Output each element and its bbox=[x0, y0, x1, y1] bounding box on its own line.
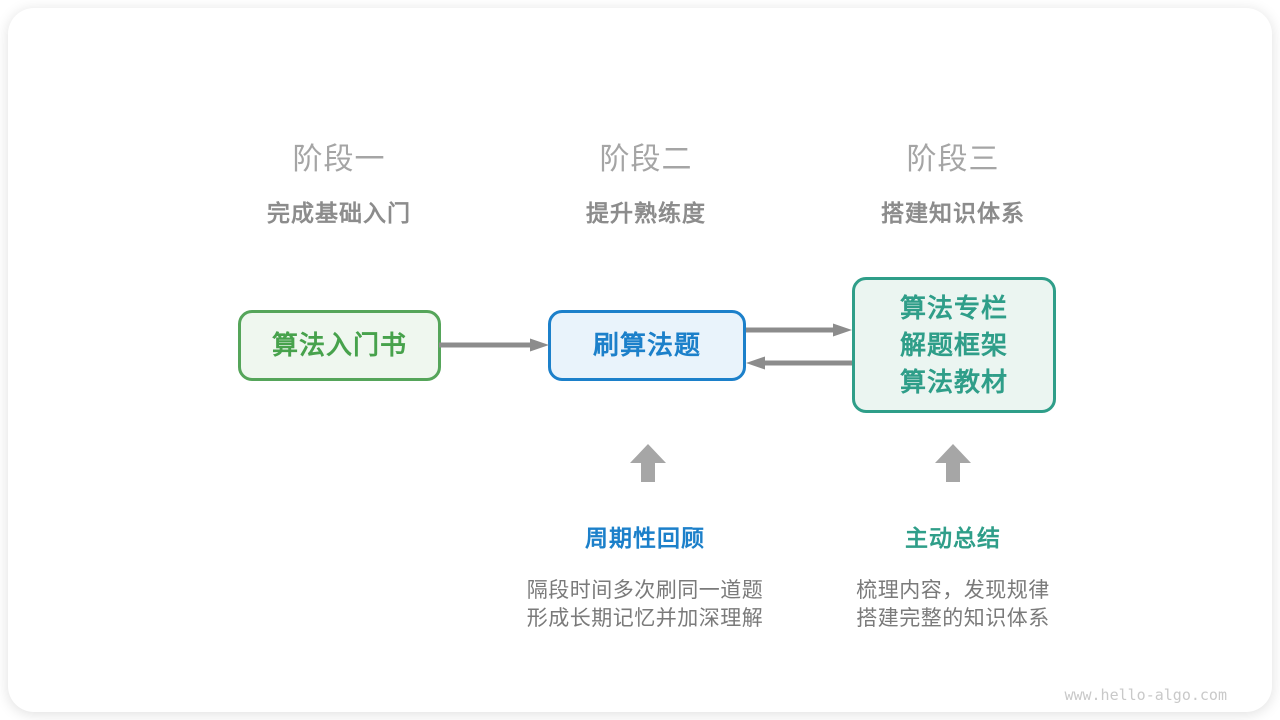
practice-problems-label: 刷算法题 bbox=[592, 330, 701, 360]
stage-1-header: 阶段一 完成基础入门 bbox=[179, 134, 499, 228]
resources-label-3: 算法教材 bbox=[899, 366, 1008, 397]
resources-label-2: 解题框架 bbox=[899, 329, 1008, 360]
stage-3-header: 阶段三 搭建知识体系 bbox=[793, 134, 1113, 228]
active-summary-line-1: 梳理内容，发现规律 bbox=[856, 579, 1050, 602]
arrow-right-icon bbox=[439, 338, 549, 352]
stage-2-subtitle: 提升熟练度 bbox=[586, 200, 706, 226]
active-summary-title: 主动总结 bbox=[905, 525, 1001, 551]
periodic-review-line-1: 隔段时间多次刷同一道题 bbox=[526, 579, 764, 602]
diagram-canvas: 阶段一 完成基础入门 阶段二 提升熟练度 阶段三 搭建知识体系 算法入门书 刷算… bbox=[8, 8, 1272, 712]
periodic-review-note: 周期性回顾 隔段时间多次刷同一道题 形成长期记忆并加深理解 bbox=[475, 519, 815, 633]
intro-book-label: 算法入门书 bbox=[271, 330, 407, 360]
active-summary-line-2: 搭建完整的知识体系 bbox=[856, 607, 1050, 630]
intro-book-node: 算法入门书 bbox=[238, 310, 441, 381]
stage-3-subtitle: 搭建知识体系 bbox=[881, 200, 1025, 226]
stage-1-title: 阶段一 bbox=[292, 143, 386, 176]
periodic-review-title: 周期性回顾 bbox=[585, 525, 705, 551]
arrow-left-icon bbox=[746, 356, 852, 370]
arrow-up-icon bbox=[933, 443, 973, 483]
stage-1-subtitle: 完成基础入门 bbox=[267, 200, 411, 226]
resources-node: 算法专栏 解题框架 算法教材 bbox=[852, 277, 1056, 413]
practice-problems-node: 刷算法题 bbox=[548, 310, 746, 381]
active-summary-note: 主动总结 梳理内容，发现规律 搭建完整的知识体系 bbox=[803, 519, 1103, 633]
arrow-right-icon bbox=[746, 323, 852, 337]
stage-3-title: 阶段三 bbox=[906, 143, 1000, 176]
site-watermark: www.hello-algo.com bbox=[1064, 686, 1227, 704]
periodic-review-body: 隔段时间多次刷同一道题 形成长期记忆并加深理解 bbox=[475, 577, 815, 633]
resources-label-1: 算法专栏 bbox=[899, 292, 1008, 323]
stage-2-header: 阶段二 提升熟练度 bbox=[486, 134, 806, 228]
active-summary-body: 梳理内容，发现规律 搭建完整的知识体系 bbox=[803, 577, 1103, 633]
stage-2-title: 阶段二 bbox=[599, 143, 693, 176]
arrow-up-icon bbox=[628, 443, 668, 483]
periodic-review-line-2: 形成长期记忆并加深理解 bbox=[526, 607, 764, 630]
